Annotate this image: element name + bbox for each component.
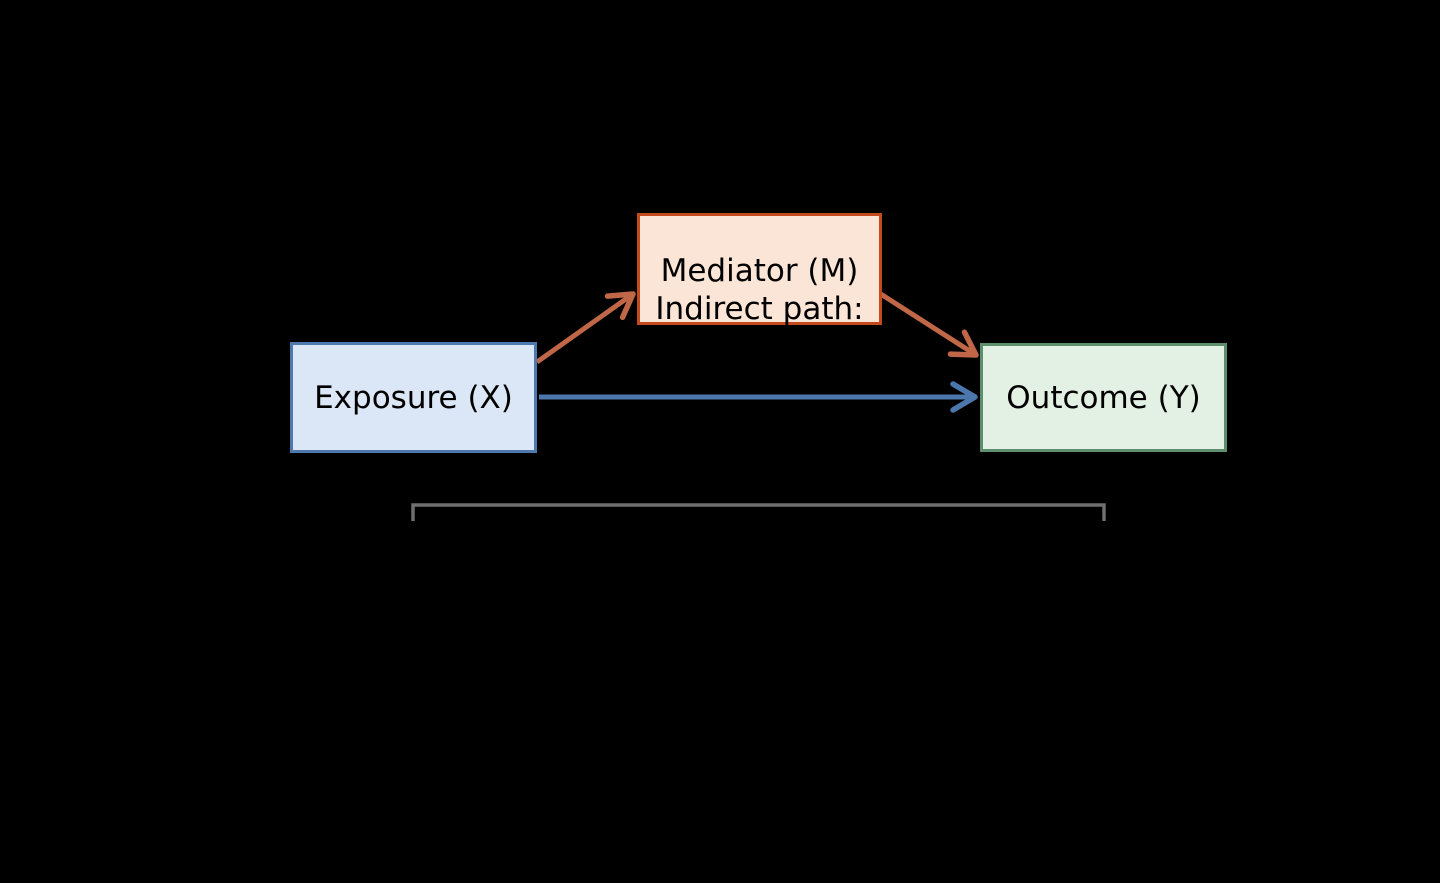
mediator-label: Mediator (M): [660, 253, 859, 289]
exposure-label: Exposure (X): [314, 379, 513, 416]
mediator-node: Mediator (M) Indirect path:: [637, 213, 882, 327]
mediator-sublabel: Indirect path:: [655, 291, 864, 327]
exposure-node: Exposure (X): [290, 342, 537, 453]
bottom-bracket: [411, 503, 1106, 521]
arrow-exposure-to-mediator: [535, 291, 636, 365]
arrow-mediator-to-outcome: [874, 288, 979, 358]
outcome-label: Outcome (Y): [1006, 379, 1201, 416]
outcome-node: Outcome (Y): [980, 343, 1227, 452]
